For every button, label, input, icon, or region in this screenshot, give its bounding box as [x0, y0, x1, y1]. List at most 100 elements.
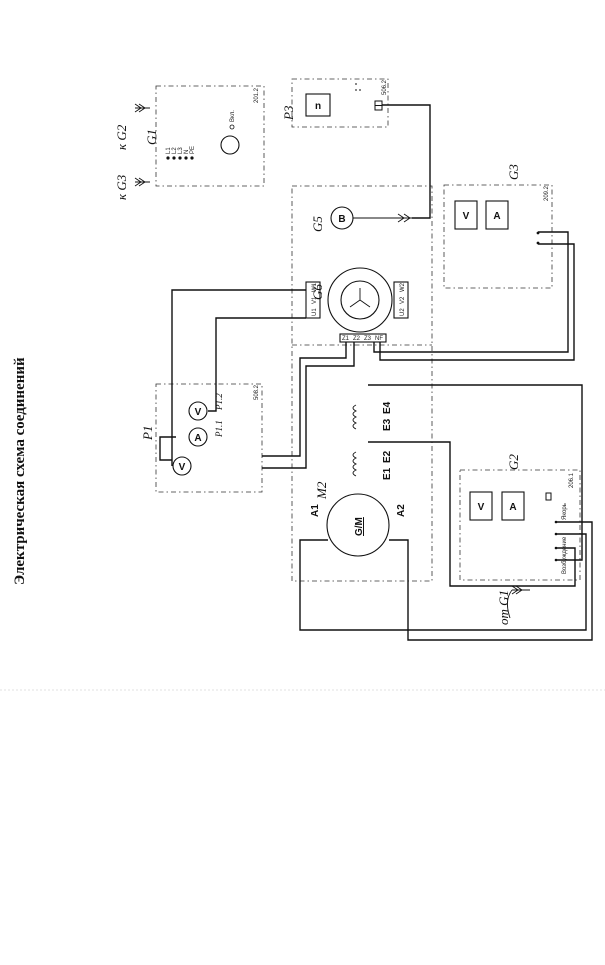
- ammeter-label: A: [194, 433, 201, 444]
- voltmeter-circle: [172, 456, 192, 476]
- g3-frame: [443, 184, 553, 289]
- terminal-label: V1: [312, 296, 318, 304]
- terminal-dot: [172, 156, 176, 160]
- g2-switch-icon: [545, 492, 552, 501]
- p1-code: 508.2: [254, 384, 260, 400]
- terminal-label: U2: [400, 308, 406, 316]
- connector-to-g2: к G2: [114, 103, 150, 150]
- machine-outer-circle: [327, 267, 393, 333]
- terminal-label: NF: [375, 336, 383, 342]
- p3-block: P3 506.2 n: [281, 78, 389, 128]
- coil-icon: [352, 451, 358, 477]
- connector-to-g3: к G3: [114, 174, 150, 200]
- arrow-icon: [511, 585, 530, 595]
- terminal-label: W1: [312, 282, 318, 292]
- to-g3-label: к G3: [114, 174, 129, 200]
- g6-label: G6: [310, 284, 325, 300]
- terminal-dot: [184, 156, 188, 160]
- g1-terminals: L1 L2 L3 N PE: [166, 146, 196, 160]
- g2-label: G2: [506, 454, 521, 470]
- g6-z-terminals: [339, 333, 387, 343]
- ammeter-label: A: [493, 211, 500, 222]
- speed-display-box: [305, 93, 331, 117]
- g1-label: G1: [144, 129, 159, 145]
- wiring: [159, 104, 593, 641]
- p1-sub-label: P1.2: [214, 393, 224, 411]
- cable-curve: [507, 589, 513, 619]
- arrow-icon: [134, 177, 150, 187]
- terminal-label: L1: [166, 147, 172, 154]
- g2-side-label: Якорь: [562, 503, 568, 520]
- excitation-label: E2: [382, 450, 393, 463]
- g2-side-label: Возбуждение: [562, 536, 568, 574]
- g1-frame: [155, 85, 265, 187]
- g2-block: G2 206.1 V A Возбуждение Якорь: [459, 454, 581, 581]
- to-g2-label: к G2: [114, 124, 129, 150]
- wire: [389, 521, 593, 641]
- switch-label: Вкл.: [230, 110, 236, 122]
- wire: [262, 342, 355, 469]
- wire: [368, 441, 576, 587]
- wire: [382, 104, 431, 219]
- g3-label: G3: [506, 164, 521, 180]
- p1-block: P1 508.2 V A V P1.1 P1.2: [140, 383, 263, 493]
- speed-display-label: n: [315, 101, 321, 112]
- m2-machine: M2 G/M A1 A2 E1 E2 E3 E4: [310, 401, 407, 557]
- g2-code: 206.1: [569, 472, 575, 488]
- terminal-dot: [355, 89, 357, 91]
- g1-code: 201.2: [254, 87, 260, 103]
- terminal-label: L2: [172, 147, 178, 154]
- voltmeter-box: [454, 200, 478, 230]
- p1-sub-label: P1.1: [214, 420, 224, 438]
- p1-label: P1: [140, 426, 155, 441]
- voltmeter-box: [469, 491, 493, 521]
- p3-code: 506.2: [382, 79, 388, 95]
- wire: [208, 317, 306, 412]
- machine-inner-circle: [340, 280, 380, 320]
- terminal-label: U1: [312, 308, 318, 316]
- m2-label: M2: [314, 481, 329, 500]
- power-switch-icon: [220, 135, 240, 155]
- star-winding-icon: [349, 288, 371, 308]
- terminal-label: A1: [310, 504, 321, 517]
- terminal-label: PE: [190, 146, 196, 154]
- terminal-label: Z3: [364, 336, 372, 342]
- terminal-label: L3: [178, 147, 184, 154]
- wire: [159, 436, 176, 461]
- g2-frame: [459, 469, 581, 581]
- p3-label: P3: [281, 105, 296, 121]
- excitation-label: E4: [382, 401, 393, 414]
- indicator-lamp-icon: [229, 124, 235, 130]
- ammeter-circle: [188, 427, 208, 447]
- voltmeter-label: V: [195, 407, 202, 418]
- terminal-label: A2: [396, 504, 407, 517]
- wire: [373, 231, 569, 353]
- terminal-dot: [355, 83, 357, 85]
- terminal-label: N: [184, 150, 190, 154]
- dc-machine-symbol: G/M: [354, 517, 365, 536]
- terminal-label: W2: [400, 282, 406, 292]
- terminal-dot: [190, 156, 194, 160]
- wire: [368, 384, 583, 561]
- excitation-label: E3: [382, 418, 393, 431]
- terminal-dot: [178, 156, 182, 160]
- connector-from-g1: от G1: [496, 585, 530, 625]
- g3-block: G3 209.2 V A: [443, 164, 553, 289]
- from-g1-label: от G1: [496, 590, 511, 625]
- terminal-dot: [359, 89, 361, 91]
- terminal-label: Z2: [353, 336, 361, 342]
- g1-block: G1 201.2 L1 L2 L3 N PE Вкл.: [144, 85, 265, 187]
- dc-machine-circle: [326, 493, 390, 557]
- voltmeter-label: V: [478, 502, 485, 513]
- excitation-label: E1: [382, 467, 393, 480]
- wire: [171, 289, 306, 466]
- voltmeter-label: V: [463, 211, 470, 222]
- wire: [379, 243, 575, 361]
- p3-frame: [291, 78, 389, 128]
- ammeter-box: [501, 491, 525, 521]
- machine-unit-frame: [291, 185, 433, 582]
- voltmeter-label: V: [179, 462, 186, 473]
- terminal-dot: [166, 156, 170, 160]
- voltmeter-circle: [188, 401, 208, 421]
